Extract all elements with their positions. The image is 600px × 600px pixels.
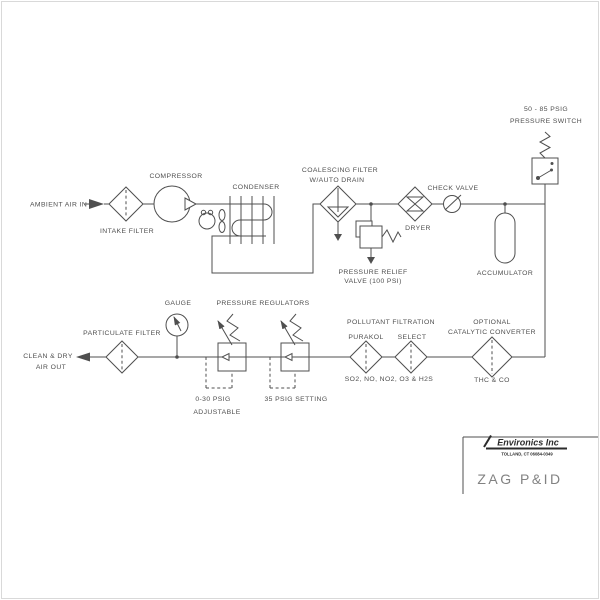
select-label: SELECT [398,334,427,341]
dryer-label: DRYER [405,225,431,232]
pressure-switch-symbol [531,131,559,204]
purakol-label: PURAKOL [348,334,383,341]
spring-icon [226,313,241,342]
particulate-filter-label: PARTICULATE FILTER [83,330,161,337]
intake-filter-symbol [108,186,144,222]
company-logo-text: Environics Inc [497,438,559,448]
pressure-relief-label-2: VALVE (100 PSI) [344,278,402,285]
reg2-setting-label: 35 PSIG SETTING [264,396,327,403]
pollutants-label: SO2, NO, NO2, O3 & H2S [345,376,434,383]
bottom-piping [76,352,472,362]
accumulator-label: ACCUMULATOR [477,270,533,277]
dryer-symbol [397,186,433,222]
ambient-air-in-label: AMBIENT AIR IN [30,202,87,209]
check-valve-symbol [443,194,462,213]
spring-icon [289,313,304,342]
pressure-relief-valve-symbol [355,204,402,264]
catalytic-converter-symbol [471,336,513,378]
pressure-switch-label: PRESSURE SWITCH [510,118,582,125]
condenser-symbol [198,196,275,244]
relief-vent-arrow-icon [367,257,375,264]
coalescing-filter-label-2: W/AUTO DRAIN [310,177,365,184]
select-filter-symbol [394,340,428,374]
intake-filter-label: INTAKE FILTER [100,228,154,235]
company-subtext: TOLLAND, CT 06084-0349 [501,452,553,457]
particulate-filter-symbol [105,340,139,374]
coalescing-filter-label-1: COALESCING FILTER [302,167,378,174]
regulator-35psig-symbol [269,313,310,389]
inlet-arrow-icon [89,199,104,209]
coalescing-filter-symbol [319,185,357,241]
drain-arrow-icon [334,234,342,241]
reg1-setting-label: 0-30 PSIG [195,396,230,403]
top-piping [84,199,546,358]
check-valve-label: CHECK VALVE [428,185,479,192]
spring-icon [538,131,552,159]
compressor-symbol [153,185,198,223]
catalytic-converter-label: CATALYTIC CONVERTER [448,329,536,336]
pressure-relief-label-1: PRESSURE RELIEF [338,269,407,276]
pollutant-filtration-label: POLLUTANT FILTRATION [347,319,435,326]
clean-dry-label-2: AIR OUT [36,364,66,371]
gauge-label: GAUGE [165,300,192,307]
gauge-symbol [165,313,189,357]
purakol-filter-symbol [349,340,383,374]
logo-underline [486,447,567,450]
clean-dry-label-1: CLEAN & DRY [23,353,73,360]
fan-icon [198,209,226,233]
logo-slash-icon [483,434,492,448]
drawing-title: ZAG P&ID [477,471,562,487]
outlet-arrow-icon [76,352,90,362]
accumulator-symbol [494,204,516,264]
regulator-0-30psig-symbol [205,313,247,389]
spring-icon [381,229,402,244]
thc-co-label: THC & CO [474,377,510,384]
optional-label: OPTIONAL [473,319,511,326]
title-block: Environics Inc TOLLAND, CT 06084-0349 ZA… [462,434,598,494]
pressure-regulators-label: PRESSURE REGULATORS [216,300,309,307]
condenser-label: CONDENSER [232,184,279,191]
switch-range-label: 50 - 85 PSIG [524,106,568,113]
reg1-mode-label: ADJUSTABLE [193,409,240,416]
compressor-label: COMPRESSOR [149,173,202,180]
